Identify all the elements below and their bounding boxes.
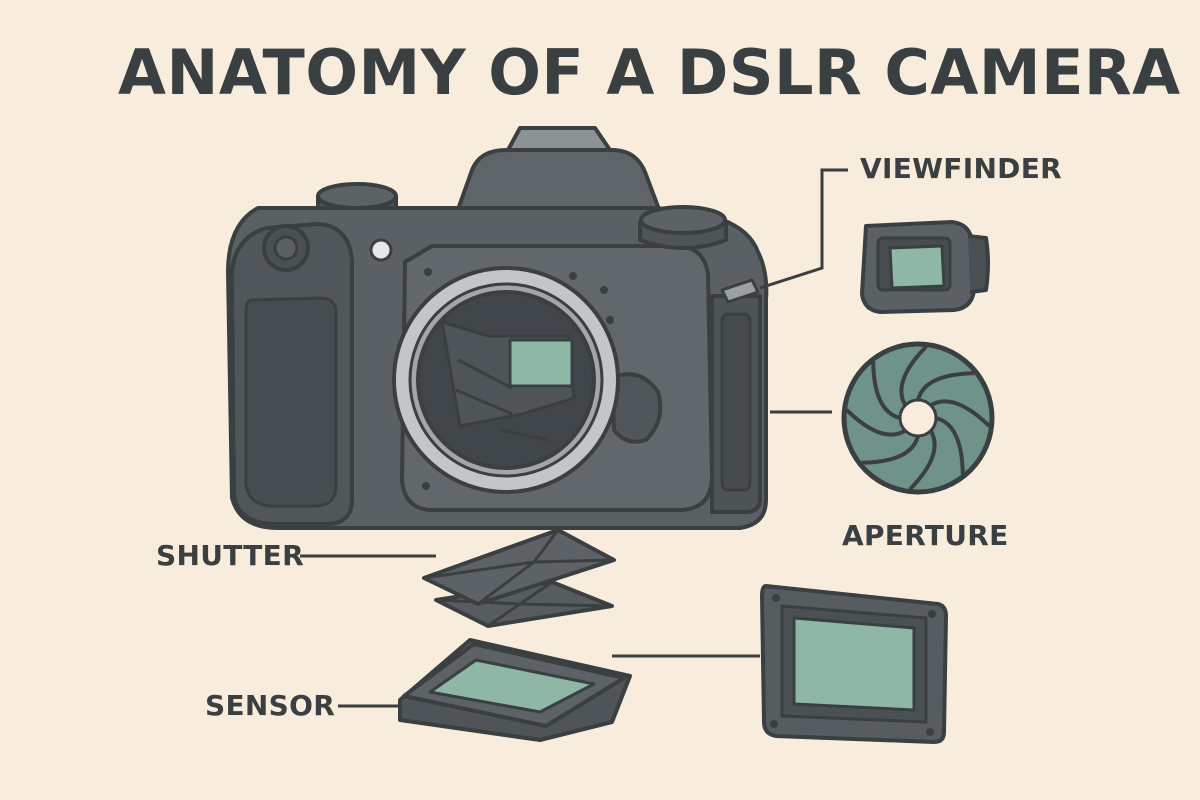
leader-lines — [300, 168, 848, 708]
right-top-dial-cap — [639, 205, 727, 235]
mount-screw — [424, 268, 432, 276]
aperture-label: APERTURE — [842, 519, 1009, 552]
grip-texture — [244, 296, 338, 508]
viewfinder-eyepiece — [860, 220, 990, 314]
left-top-dial-cap — [316, 182, 398, 210]
mount-screw — [600, 286, 608, 294]
viewfinder-label: VIEWFINDER — [860, 152, 1063, 185]
camera-body — [226, 126, 769, 530]
page-title: ANATOMY OF A DSLR CAMERA — [118, 36, 1181, 109]
aperture-blade — [935, 416, 965, 475]
mount-screw — [606, 316, 614, 324]
aperture-blade — [861, 435, 920, 465]
aperture-opening — [898, 398, 938, 438]
af-assist-lamp — [369, 238, 393, 262]
mount-screw — [569, 272, 577, 280]
shutter-curtains — [422, 528, 616, 628]
aperture-blade — [845, 408, 907, 437]
sensor-glass — [428, 658, 596, 714]
image-sensor-panel — [760, 584, 948, 744]
internal-sensor — [508, 338, 574, 388]
lens-release-button — [610, 372, 663, 444]
mount-screw — [422, 482, 430, 490]
aperture-blade — [929, 399, 991, 428]
right-side-door — [720, 312, 752, 492]
sensor-module — [398, 638, 632, 742]
viewfinder-leader — [759, 168, 848, 290]
front-dial-inner — [273, 235, 299, 261]
sensor-label: SENSOR — [205, 689, 336, 722]
aperture-diaphragm — [841, 341, 995, 495]
aperture-blade — [908, 429, 937, 491]
panel-glass — [792, 616, 916, 712]
aperture-blade — [899, 345, 928, 407]
shutter-label: SHUTTER — [156, 539, 304, 572]
strap-lug — [720, 278, 760, 304]
aperture-blade — [916, 371, 975, 401]
mirror-mechanism — [455, 358, 549, 442]
hot-shoe — [506, 126, 612, 152]
aperture-blade — [871, 361, 901, 420]
